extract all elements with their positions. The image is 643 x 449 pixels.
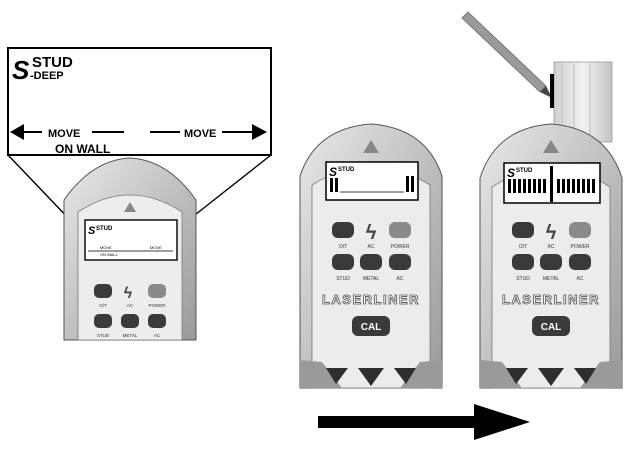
small-lightning-icon: ϟ (124, 285, 133, 302)
small-stud-button[interactable] (94, 314, 112, 328)
middle-logo-letter: S (329, 165, 337, 179)
move-right-label: MOVE (184, 128, 216, 140)
right-arrow-icon (318, 404, 530, 440)
logo-letter: S (12, 55, 30, 85)
middle-power-label: POWER (391, 244, 410, 250)
right-power-label: POWER (571, 244, 590, 250)
small-ot-label: O/T (99, 303, 107, 308)
logo-stud-text: STUD (32, 54, 73, 71)
small-ac-button[interactable] (148, 314, 166, 328)
small-power-label: POWER (148, 303, 166, 308)
right-logo-stud: STUD (516, 168, 533, 174)
middle-logo-stud: STUD (338, 167, 355, 173)
middle-brand: LASERLINER (322, 292, 420, 307)
move-left-label: MOVE (48, 128, 80, 140)
small-stud-label: STUD (97, 333, 110, 338)
device-right: S STUD ϟ O/T AC POWER (479, 123, 623, 389)
right-stud-button[interactable] (512, 254, 534, 270)
device-middle: S STUD ϟ O/T AC POWER STUD METAL AC LASE… (299, 123, 443, 389)
center-line (550, 166, 553, 202)
right-arrowhead-icon (252, 124, 267, 140)
right-ot-label: O/T (519, 244, 527, 250)
display-callout: S STUD -DEEP MOVE MOVE ON WALL (7, 47, 272, 223)
small-on-wall: ON WALL (100, 252, 119, 257)
small-buttons: ϟ O/T AC POWER STUD METAL AC (94, 284, 166, 338)
small-ac2-label: AC (154, 333, 161, 338)
right-power-button[interactable] (569, 222, 591, 238)
small-logo-stud: STUD (96, 226, 113, 232)
signal-bars (508, 179, 595, 193)
right-ac-label: AC (548, 244, 555, 250)
on-wall-label: ON WALL (55, 142, 110, 156)
right-lightning-icon: ϟ (546, 222, 557, 244)
logo-deep-text: -DEEP (30, 70, 64, 82)
middle-ac-button[interactable] (389, 254, 411, 270)
right-cal-label: CAL (541, 322, 562, 333)
right-ac2-label: AC (577, 276, 584, 282)
move-right-arrow: MOVE (150, 124, 267, 140)
right-brand: LASERLINER (502, 292, 600, 307)
middle-display (325, 161, 419, 201)
right-ot-button[interactable] (512, 222, 534, 238)
small-display (84, 219, 178, 261)
middle-power-button[interactable] (389, 222, 411, 238)
small-ac-label: AC (127, 303, 134, 308)
middle-ot-button[interactable] (332, 222, 354, 238)
small-logo-letter: S (88, 225, 96, 237)
middle-ac-label: AC (368, 244, 375, 250)
middle-lightning-icon: ϟ (366, 222, 377, 244)
right-cal-button[interactable] (532, 316, 570, 336)
middle-ot-label: O/T (339, 244, 347, 250)
middle-cal-button[interactable] (352, 316, 390, 336)
triangle-up-icon (363, 140, 379, 153)
triangle-up-icon (124, 202, 136, 212)
middle-ac2-label: AC (397, 276, 404, 282)
middle-metal-button[interactable] (360, 254, 382, 270)
right-stud-label: STUD (516, 276, 530, 282)
pencil-icon (461, 11, 552, 98)
small-metal-button[interactable] (121, 314, 139, 328)
left-arrowhead-icon (10, 124, 24, 140)
triangle-up-icon (543, 140, 559, 153)
middle-stud-label: STUD (336, 276, 350, 282)
stud-deep-logo: S STUD -DEEP (12, 54, 73, 85)
small-power-button[interactable] (148, 284, 166, 298)
small-ot-button[interactable] (94, 284, 112, 298)
small-metal-label: METAL (123, 333, 138, 338)
small-move-left: MOVE (100, 245, 112, 250)
small-move-right: MOVE (150, 245, 162, 250)
middle-stud-button[interactable] (332, 254, 354, 270)
right-metal-button[interactable] (540, 254, 562, 270)
middle-cal-label: CAL (361, 322, 382, 333)
wall-and-pencil (461, 11, 613, 143)
right-metal-label: METAL (543, 276, 560, 282)
right-logo-letter: S (507, 166, 515, 180)
right-ac-button[interactable] (569, 254, 591, 270)
device-small: S STUD MOVE MOVE ON WALL ϟ O/T AC POWER … (63, 157, 197, 341)
move-left-arrow: MOVE (10, 124, 124, 140)
middle-metal-label: METAL (363, 276, 380, 282)
